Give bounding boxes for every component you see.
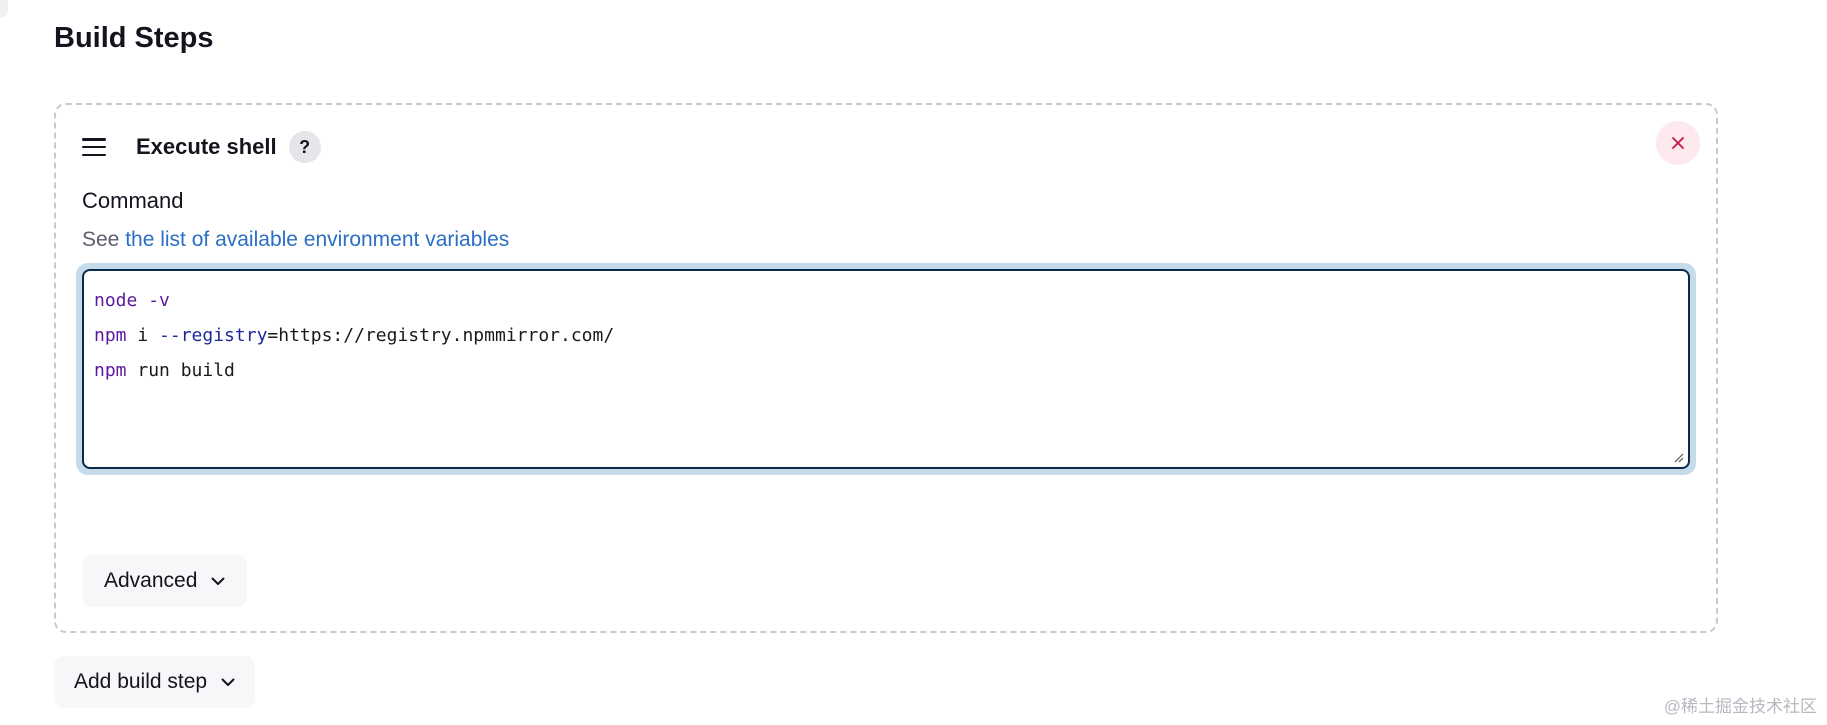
corner-tab (0, 0, 8, 18)
chevron-down-icon (221, 678, 235, 686)
code-token: --registry (159, 325, 268, 346)
code-token: run build (126, 360, 235, 381)
code-token: npm (94, 325, 127, 346)
hamburger-icon[interactable] (82, 138, 106, 156)
delete-step-button[interactable] (1656, 121, 1700, 165)
add-build-step-button[interactable]: Add build step (54, 656, 256, 708)
command-label: Command (82, 188, 184, 213)
advanced-button[interactable]: Advanced (82, 555, 248, 607)
step-header: Execute shell ? (82, 123, 321, 171)
code-line: node -v (94, 283, 1678, 318)
add-build-step-label: Add build step (74, 670, 208, 693)
resize-handle-icon[interactable] (1672, 451, 1684, 463)
code-token: i (126, 325, 160, 346)
advanced-label: Advanced (104, 569, 198, 592)
build-step-card: Execute shell ? Command See the list of … (54, 103, 1718, 633)
command-description: See the list of available environment va… (82, 228, 509, 252)
code-token: npm (94, 360, 127, 381)
code-token: node (94, 290, 138, 311)
section-title: Build Steps (54, 22, 214, 54)
env-variables-link[interactable]: the list of available environment variab… (125, 228, 510, 251)
watermark: @稀土掘金技术社区 (1663, 697, 1817, 716)
step-title: Execute shell (136, 134, 277, 159)
chevron-down-icon (211, 577, 225, 585)
code-line: npm run build (94, 353, 1678, 388)
help-button[interactable]: ? (288, 131, 321, 163)
close-icon (1672, 137, 1684, 149)
code-token: =https://registry.npmmirror.com/ (267, 325, 615, 346)
code-token: -v (137, 290, 170, 311)
code-line: npm i --registry=https://registry.npmmir… (94, 318, 1678, 353)
description-prefix: See (82, 228, 126, 251)
